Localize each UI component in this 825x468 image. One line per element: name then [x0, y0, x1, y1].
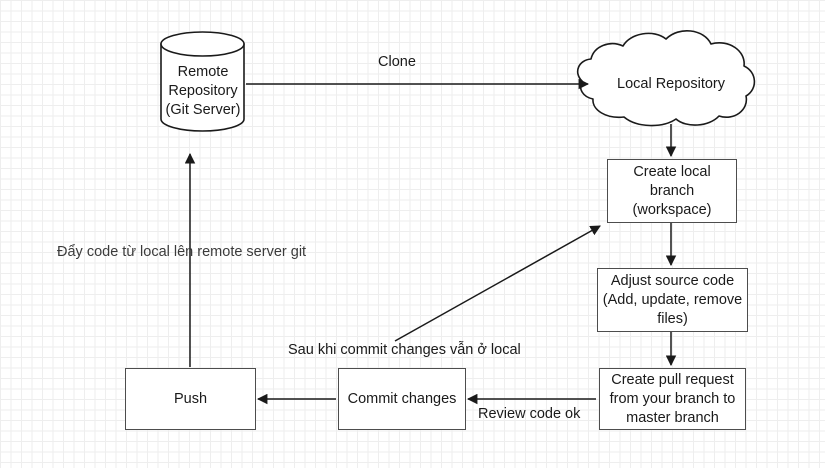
remote-repository-line2: Repository	[168, 82, 238, 99]
node-commit-changes[interactable]: Commit changes	[338, 368, 466, 430]
create-local-branch-line1: Create local	[633, 163, 711, 180]
create-local-branch-line2: branch	[649, 182, 695, 199]
node-create-local-branch[interactable]: Create local branch (workspace)	[607, 159, 737, 223]
local-repository-label: Local Repository	[597, 72, 745, 96]
adjust-source-code-line3: files)	[657, 310, 688, 327]
local-repository-text: Local Repository	[617, 75, 725, 92]
clone-text: Clone	[378, 54, 416, 70]
edge-commit-note-to-branch	[394, 225, 601, 342]
node-push[interactable]: Push	[125, 368, 256, 430]
push-note-text: Đẩy code từ local lên remote server git	[57, 244, 307, 260]
edge-label-push-note: Đẩy code từ local lên remote server git	[57, 243, 306, 261]
push-text: Push	[173, 390, 208, 407]
remote-repository-line3: (Git Server)	[165, 101, 241, 118]
create-local-branch-line3: (workspace)	[632, 201, 712, 218]
create-pull-request-line1: Create pull request	[611, 371, 734, 388]
create-pull-request-line2: from your branch to	[609, 390, 736, 407]
review-code-ok-text: Review code ok	[478, 406, 581, 422]
remote-repository-line1: Remote	[177, 63, 229, 80]
adjust-source-code-line2: (Add, update, remove	[602, 291, 743, 308]
remote-repository-shape[interactable]	[160, 31, 245, 132]
commit-changes-text: Commit changes	[347, 390, 457, 407]
edge-label-review-code-ok: Review code ok	[478, 405, 580, 423]
after-commit-note-text: Sau khi commit changes vẫn ở local	[288, 342, 521, 358]
edge-label-after-commit-note: Sau khi commit changes vẫn ở local	[288, 341, 521, 359]
node-create-pull-request[interactable]: Create pull request from your branch to …	[599, 368, 746, 430]
adjust-source-code-line1: Adjust source code	[610, 272, 735, 289]
remote-repository-label: Remote Repository (Git Server)	[157, 60, 249, 122]
node-adjust-source-code[interactable]: Adjust source code (Add, update, remove …	[597, 268, 748, 332]
edge-label-clone: Clone	[378, 53, 416, 71]
create-pull-request-line3: master branch	[626, 409, 719, 426]
